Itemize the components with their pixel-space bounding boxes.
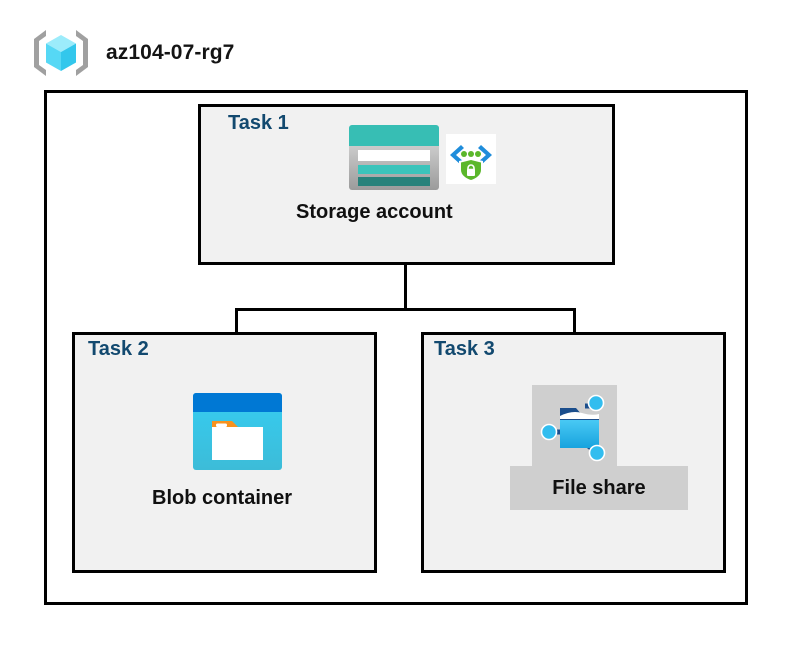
task-1-label: Task 1 [228,112,289,134]
storage-account-label: Storage account [296,201,453,223]
connector-bus [235,308,576,311]
file-share-label: File share [552,476,646,499]
task-3-label: Task 3 [434,338,495,360]
private-endpoint-icon[interactable] [446,134,496,184]
file-share-icon[interactable] [538,390,612,464]
file-share-label-highlight: File share [510,466,688,510]
blob-container-label: Blob container [152,487,293,509]
resource-group-icon [30,26,92,80]
resource-group-header: az104-07-rg7 [30,26,234,80]
blob-container-icon[interactable] [192,392,283,471]
storage-account-icon[interactable] [348,124,440,191]
task-2-label: Task 2 [88,338,149,360]
resource-group-title: az104-07-rg7 [106,41,235,64]
